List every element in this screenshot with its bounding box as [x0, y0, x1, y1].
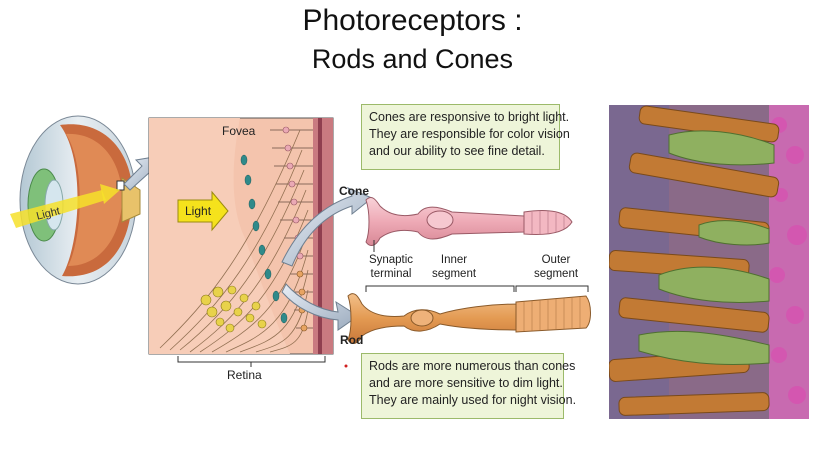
- retina-light-label: Light: [185, 204, 212, 218]
- rods-note: Rods are more numerous than cones and ar…: [361, 353, 577, 419]
- eye-light-label: Light: [35, 205, 61, 222]
- rods-note-line-1: Rods are more numerous than cones: [369, 359, 576, 373]
- inner-line-1: Inner: [440, 254, 468, 266]
- inner-segment-label: Inner segment: [426, 253, 482, 281]
- rod-label: Rod: [340, 333, 364, 347]
- outer-segment-label: Outer segment: [528, 253, 584, 281]
- rods-note-line-2: and are more sensitive to dim light.: [369, 376, 563, 390]
- outer-line-1: Outer: [541, 254, 571, 266]
- inner-line-2: segment: [431, 268, 477, 280]
- retina-label: Retina: [227, 368, 262, 382]
- cones-note: Cones are responsive to bright light. Th…: [361, 104, 570, 170]
- cones-note-line-3: and our ability to see fine detail.: [369, 144, 545, 158]
- outer-line-2: segment: [533, 268, 579, 280]
- zoom-arrow-rod: [281, 283, 359, 331]
- synaptic-terminal-label: Synaptic terminal: [364, 253, 418, 281]
- cones-note-line-2: They are responsible for color vision: [369, 127, 570, 141]
- rods-note-line-3: They are mainly used for night vision.: [369, 393, 577, 407]
- cone-label: Cone: [339, 184, 369, 198]
- rod-cell: [347, 293, 591, 344]
- synaptic-line-1: Synaptic: [368, 254, 414, 266]
- synaptic-line-2: terminal: [370, 268, 412, 280]
- cone-cell: [365, 197, 573, 246]
- title-line-2: Rods and Cones: [311, 44, 514, 74]
- bullet-dot: [344, 364, 348, 368]
- photoreceptor-micrograph: [609, 105, 809, 419]
- title-line-1: Photoreceptors :: [302, 4, 523, 37]
- cones-note-line-1: Cones are responsive to bright light.: [369, 110, 570, 124]
- segment-brackets: [365, 240, 589, 292]
- fovea-label: Fovea: [222, 124, 256, 138]
- eye-illustration: [10, 115, 141, 285]
- retina-panel: [148, 117, 334, 367]
